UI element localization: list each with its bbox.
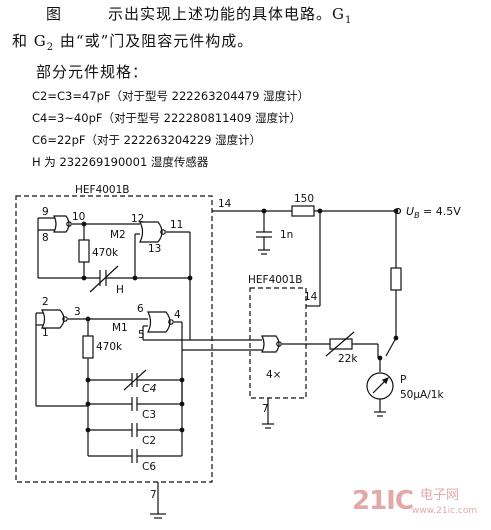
gate-g-mid-left (40, 309, 68, 329)
watermark-url: www.21ic.com (412, 506, 478, 516)
spec-line-c6: C6=22pF（对于 222263204229 湿度计） (32, 133, 262, 147)
label-h: H (116, 284, 124, 296)
label-r470k-bottom: 470k (96, 341, 123, 353)
pin-11: 11 (170, 219, 183, 231)
label-r150: 150 (294, 193, 314, 205)
spec-line-c4: C4=3~40pF（对于型号 222280811409 湿度计） (32, 111, 302, 125)
label-c3: C3 (142, 409, 156, 421)
gate-m2 (139, 221, 166, 243)
ic-right-box (249, 287, 307, 399)
intro-line-1: 图示出实现上述功能的具体电路。G1 (46, 5, 353, 26)
pin-13: 13 (148, 243, 161, 255)
watermark-logo: 21IC (352, 486, 414, 516)
label-meter-spec: 50μA/1k (400, 389, 444, 401)
capacitor-c2 (88, 423, 182, 437)
label-quad: 4× (266, 369, 281, 381)
capacitor-c6 (88, 449, 182, 463)
spec-line-c2c3: C2=C3=47pF（对于型号 222263204479 湿度计） (32, 89, 310, 103)
pin-4: 4 (174, 309, 181, 321)
sensor-h-arrow (89, 265, 119, 293)
intro-line-2: 和 G2 由“或”门及阻容元件构成。 (12, 32, 254, 53)
label-meter: P (400, 374, 406, 386)
pin-7-right: 7 (262, 403, 269, 415)
potentiometer-22k (329, 338, 353, 350)
label-r470k-top: 470k (92, 247, 119, 259)
gate-quad (261, 335, 282, 353)
gate-m1 (147, 311, 174, 333)
pin-14-left: 14 (218, 198, 232, 210)
pin-7-left: 7 (150, 489, 157, 501)
switch (385, 337, 397, 357)
label-ic-right: HEF4001B (248, 274, 303, 286)
pin-8: 8 (42, 232, 49, 244)
capacitor-c4 (88, 369, 182, 391)
label-c1n: 1n (280, 229, 293, 241)
spec-heading: 部分元件规格： (36, 63, 149, 81)
label-c4: C4 (142, 382, 157, 395)
gate-g-top-left (53, 215, 72, 233)
pin-5: 5 (138, 329, 145, 341)
ic-left-box (15, 195, 213, 483)
pin-3: 3 (74, 306, 81, 318)
label-r22k: 22k (338, 353, 358, 365)
label-c2: C2 (142, 435, 156, 447)
spec-line-h: H 为 232269190001 湿度传感器 (32, 155, 209, 169)
pin-9: 9 (42, 206, 49, 218)
label-ic-left: HEF4001B (75, 184, 130, 196)
pin-1: 1 (42, 327, 49, 339)
pin-10: 10 (72, 211, 85, 223)
resistor-470k-bottom (82, 335, 94, 359)
watermark-cn: 电子网 (420, 488, 460, 503)
label-supply: UB = 4.5V (406, 205, 461, 220)
resistor-470k-top (78, 239, 90, 263)
label-m2: M2 (110, 229, 126, 241)
pin-2: 2 (42, 296, 49, 308)
label-m1: M1 (112, 322, 128, 334)
pin-6: 6 (137, 303, 144, 315)
pin-14-right: 14 (304, 291, 318, 303)
label-c6: C6 (142, 461, 156, 473)
resistor-right (390, 267, 402, 291)
resistor-150 (291, 205, 315, 217)
pin-12: 12 (131, 213, 144, 225)
capacitor-c3 (88, 397, 182, 411)
